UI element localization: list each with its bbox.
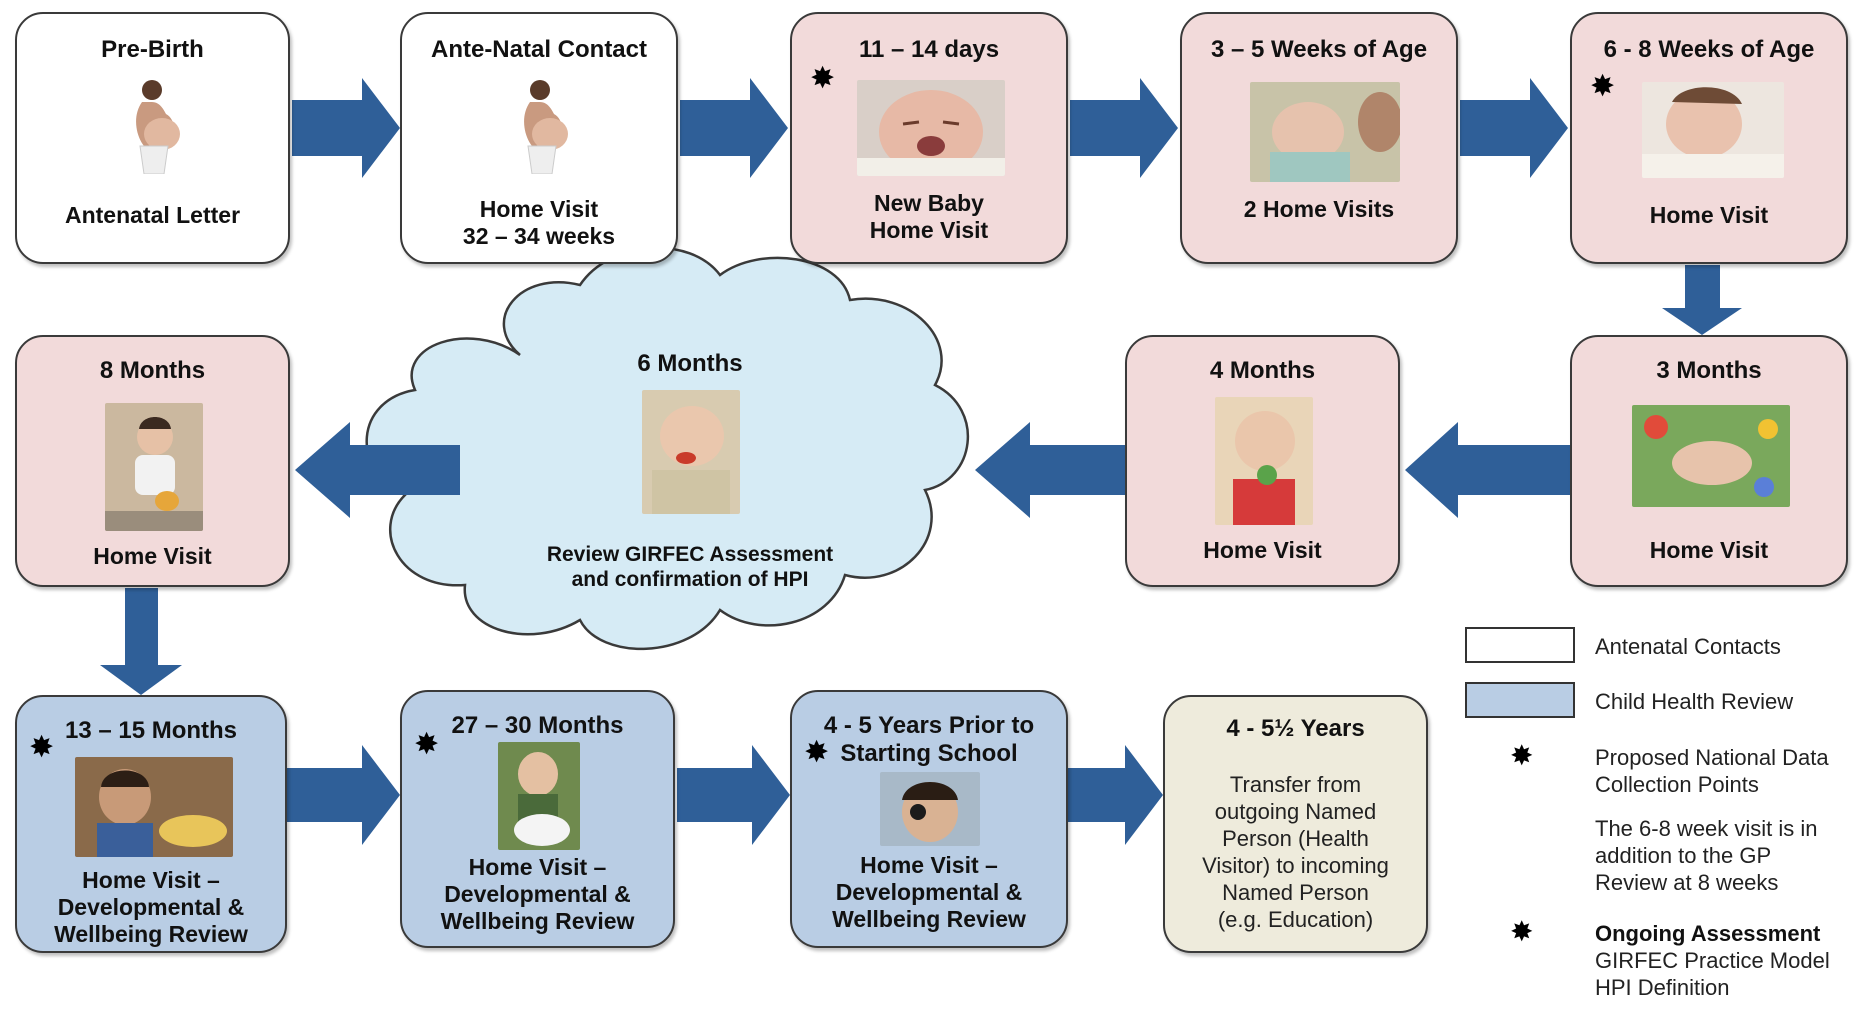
arrow-right bbox=[680, 78, 788, 178]
pregnant-woman-image bbox=[136, 80, 180, 174]
arrow-right bbox=[1460, 78, 1568, 178]
newborn-photo bbox=[857, 80, 1005, 176]
star-icon: ✸ bbox=[804, 736, 830, 769]
legend-note: The 6-8 week visit is in addition to the… bbox=[1595, 816, 1818, 895]
node-27-30-months: ✸ 27 – 30 Months Home Visit – Developmen… bbox=[400, 690, 675, 948]
star-icon: ✸ bbox=[1510, 916, 1534, 947]
arrow-left bbox=[975, 422, 1140, 518]
arrow-left bbox=[1405, 422, 1575, 518]
smiling-baby-photo bbox=[1642, 82, 1784, 178]
node-title: 4 - 5½ Years bbox=[1226, 715, 1365, 742]
star-icon: ✸ bbox=[810, 62, 836, 95]
legend-label-antenatal: Antenatal Contacts bbox=[1595, 634, 1781, 659]
node-4-5-years: ✸ 4 - 5 Years Prior to Starting School H… bbox=[790, 690, 1068, 948]
baby-eating-photo bbox=[642, 390, 740, 514]
baby-with-father-photo bbox=[1250, 82, 1400, 182]
node-ante-natal-contact: Ante-Natal Contact Home Visit 32 – 34 we… bbox=[400, 12, 678, 264]
node-title: 27 – 30 Months bbox=[451, 712, 624, 739]
node-3-months: 3 Months Home Visit bbox=[1570, 335, 1848, 587]
node-subtitle: 2 Home Visits bbox=[1243, 196, 1395, 222]
node-13-15-months: ✸ 13 – 15 Months Home Visit – Developmen… bbox=[15, 695, 287, 953]
node-subtitle: Review GIRFEC Assessment and confirmatio… bbox=[546, 543, 834, 591]
legend-ongoing-sub: GIRFEC Practice Model HPI Definition bbox=[1595, 948, 1830, 1000]
node-subtitle: Home Visit bbox=[1203, 537, 1322, 563]
node-4-5-half-years: 4 - 5½ Years Transfer from outgoing Name… bbox=[1163, 695, 1428, 953]
arrow-right bbox=[287, 745, 400, 845]
legend-ongoing-title: Ongoing Assessment bbox=[1595, 921, 1821, 946]
node-subtitle: Home Visit – Developmental & Wellbeing R… bbox=[832, 852, 1026, 932]
node-subtitle: Home Visit – Developmental & Wellbeing R… bbox=[54, 867, 248, 947]
node-4-months: 4 Months Home Visit bbox=[1125, 335, 1400, 587]
node-title: 6 - 8 Weeks of Age bbox=[1603, 36, 1815, 63]
node-title: 13 – 15 Months bbox=[64, 717, 238, 744]
node-title: 6 Months bbox=[637, 350, 743, 377]
toddler-with-lamb-photo bbox=[498, 742, 580, 850]
arrow-group bbox=[100, 78, 1742, 845]
node-title: 3 Months bbox=[1656, 357, 1762, 384]
node-6-8-weeks: ✸ 6 - 8 Weeks of Age Home Visit bbox=[1570, 12, 1848, 264]
node-subtitle: Home Visit – Developmental & Wellbeing R… bbox=[440, 854, 635, 934]
arrow-down bbox=[100, 588, 182, 695]
node-3-5-weeks: 3 – 5 Weeks of Age 2 Home Visits bbox=[1180, 12, 1458, 264]
node-6-months-cloud: 6 Months Review GIRFEC Assessment and co… bbox=[400, 280, 980, 660]
legend-swatch-antenatal bbox=[1465, 627, 1575, 663]
arrow-right bbox=[292, 78, 400, 178]
arrow-right bbox=[677, 745, 790, 845]
arrow-right bbox=[1070, 78, 1178, 178]
node-title: 11 – 14 days bbox=[858, 36, 1000, 63]
node-title: Pre-Birth bbox=[101, 36, 204, 63]
baby-with-toy-photo bbox=[1215, 397, 1313, 525]
child-with-eyepatch-photo bbox=[880, 772, 980, 846]
node-subtitle: Antenatal Letter bbox=[64, 202, 241, 228]
legend-label-review: Child Health Review bbox=[1595, 689, 1794, 714]
baby-on-playmat-photo bbox=[1632, 405, 1790, 507]
arrow-left bbox=[295, 422, 460, 518]
node-title: Ante-Natal Contact bbox=[430, 36, 647, 63]
node-8-months: 8 Months Home Visit bbox=[15, 335, 290, 587]
star-icon: ✸ bbox=[1590, 70, 1616, 103]
star-icon: ✸ bbox=[1510, 740, 1534, 771]
node-pre-birth: Pre-Birth Antenatal Letter bbox=[15, 12, 290, 264]
node-11-14-days: ✸ 11 – 14 days New Baby Home Visit bbox=[790, 12, 1068, 264]
node-title: 4 Months bbox=[1209, 357, 1316, 384]
legend-swatch-review bbox=[1465, 682, 1575, 718]
node-subtitle: Home Visit 32 – 34 weeks bbox=[462, 196, 616, 249]
node-subtitle: Home Visit bbox=[1649, 202, 1769, 228]
sitting-baby-photo bbox=[105, 403, 203, 531]
node-subtitle: New Baby Home Visit bbox=[869, 190, 989, 243]
legend-label-proposed: Proposed National Data Collection Points bbox=[1595, 745, 1829, 797]
node-subtitle: Home Visit bbox=[1649, 537, 1769, 563]
star-icon: ✸ bbox=[414, 728, 440, 761]
arrow-down bbox=[1662, 265, 1742, 335]
node-subtitle: Home Visit bbox=[93, 543, 212, 569]
node-title: 3 – 5 Weeks of Age bbox=[1210, 36, 1428, 63]
node-description: Transfer from outgoing Named Person (Hea… bbox=[1202, 772, 1389, 932]
node-title: 4 - 5 Years Prior to Starting School bbox=[823, 712, 1035, 767]
star-icon: ✸ bbox=[29, 731, 55, 764]
toddler-eating-photo bbox=[75, 757, 233, 857]
node-title: 8 Months bbox=[99, 357, 206, 384]
arrow-right bbox=[1068, 745, 1163, 845]
pregnant-woman-image bbox=[524, 80, 568, 174]
